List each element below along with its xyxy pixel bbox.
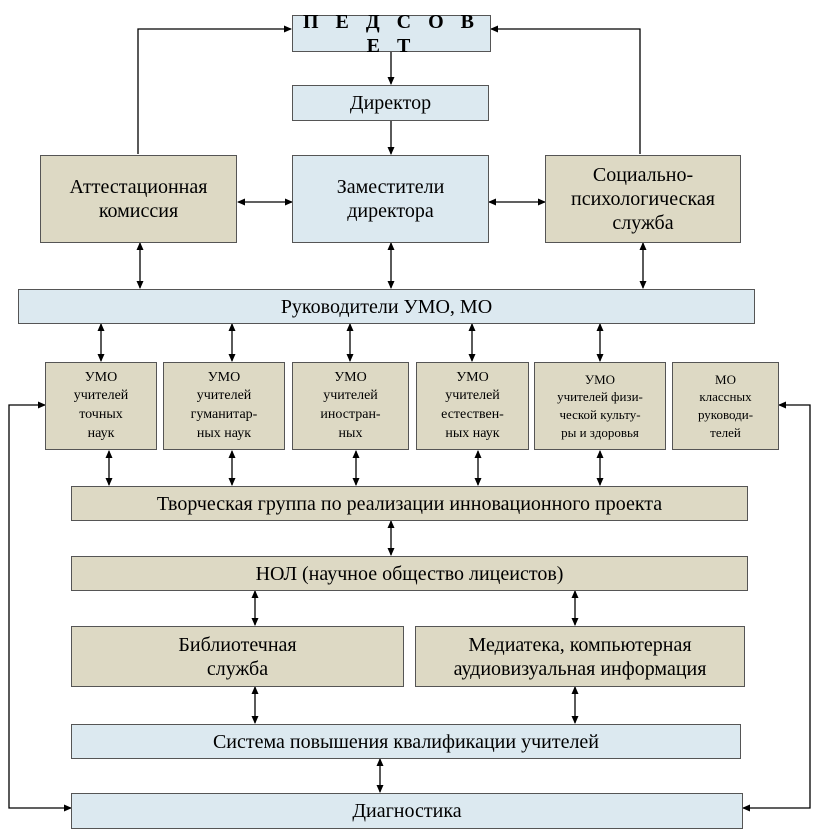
loop-diagnostics-mo-class [742,401,811,812]
qualification-box: Система повышения квалификации учителей [71,724,741,759]
attestation-box: Аттестационная комиссия [40,155,237,243]
arrow-attestation-to-pedsovet [137,25,292,154]
pedsovet-box: П Е Д С О В Е Т [292,11,491,57]
library-box: Библиотечная служба [71,626,404,687]
social-service-box: Социально- психологическая служба [545,155,741,243]
umo-pe-box: УМО учителей физи- ческой культу- ры и з… [534,362,666,450]
umo-natural-box: УМО учителей естествен- ных наук [416,362,529,450]
creative-group-box: Творческая группа по реализации инноваци… [71,486,748,521]
nol-box: НОЛ (научное общество лицеистов) [71,556,748,591]
umo-heads-box: Руководители УМО, МО [18,289,755,324]
deputies-box: Заместители директора [292,155,489,243]
mediateka-box: Медиатека, компьютерная аудиовизуальная … [415,626,745,687]
umo-exact-box: УМО учителей точных наук [45,362,157,450]
loop-diagnostics-umo-exact [8,401,72,812]
director-box: Директор [292,85,489,121]
arrow-social-to-pedsovet [490,25,641,154]
umo-foreign-box: УМО учителей иностран- ных [292,362,409,450]
umo-humanities-box: УМО учителей гуманитар- ных наук [163,362,285,450]
mo-class-teachers-box: МО классных руководи- телей [672,362,779,450]
diagnostics-box: Диагностика [71,793,743,829]
